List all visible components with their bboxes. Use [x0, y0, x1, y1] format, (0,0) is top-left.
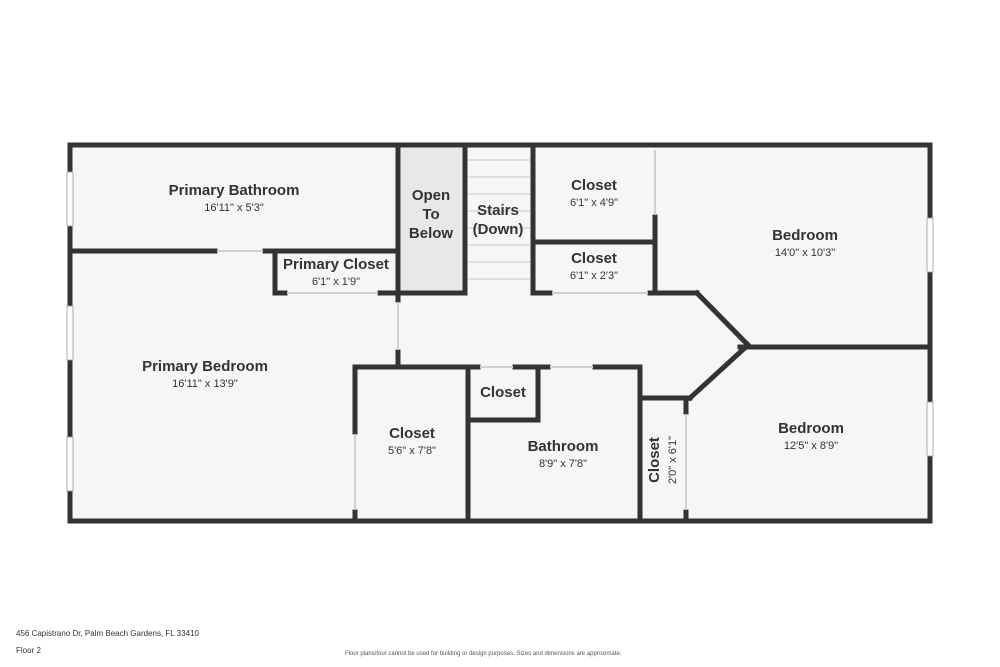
footer-floor: Floor 2	[16, 646, 41, 655]
stairs-treads	[468, 159, 530, 280]
room-dims-closet-lower-left: 5'6" x 7'8"	[388, 445, 436, 457]
room-name-primary-closet: Primary Closet	[283, 256, 389, 273]
room-name-bedroom-lower: Bedroom	[778, 420, 844, 437]
room-dims-closet-mid: 6'1" x 2'3"	[570, 270, 618, 282]
footer-disclaimer: Floor plans/tour cannot be used for buil…	[345, 651, 622, 657]
room-dims-closet-narrow: 2'0" x 6'1"	[667, 436, 679, 484]
room-name-primary-bedroom: Primary Bedroom	[142, 358, 268, 375]
room-name-stairs-1: Stairs	[477, 202, 519, 219]
room-name-bathroom: Bathroom	[528, 438, 599, 455]
room-name-closet-narrow: Closet	[646, 437, 663, 483]
room-name-stairs-2: (Down)	[473, 221, 524, 238]
room-name-closet-top: Closet	[571, 177, 617, 194]
room-name-open-to-below-2: To	[422, 206, 439, 223]
windows	[66, 171, 934, 492]
room-name-open-to-below-1: Open	[412, 187, 450, 204]
room-name-closet-small: Closet	[480, 384, 526, 401]
room-dims-closet-top: 6'1" x 4'9"	[570, 197, 618, 209]
walls	[67, 142, 933, 524]
room-dims-bedroom-lower: 12'5" x 8'9"	[784, 440, 838, 452]
room-name-open-to-below-3: Below	[409, 225, 454, 242]
room-dims-primary-closet: 6'1" x 1'9"	[312, 276, 360, 288]
room-dims-bathroom: 8'9" x 7'8"	[539, 458, 587, 470]
footer-address: 456 Capistrano Dr, Palm Beach Gardens, F…	[16, 629, 199, 638]
room-name-closet-mid: Closet	[571, 250, 617, 267]
door-openings	[217, 150, 687, 510]
room-dims-bedroom-upper: 14'0" x 10'3"	[775, 247, 835, 259]
room-dims-primary-bedroom: 16'11" x 13'9"	[172, 378, 238, 390]
room-name-primary-bathroom: Primary Bathroom	[169, 182, 300, 199]
floor-area	[70, 145, 930, 521]
room-name-bedroom-upper: Bedroom	[772, 227, 838, 244]
room-dims-primary-bathroom: 16'11" x 5'3"	[204, 202, 264, 214]
room-name-closet-lower-left: Closet	[389, 425, 435, 442]
open-to-below-area	[401, 148, 463, 291]
